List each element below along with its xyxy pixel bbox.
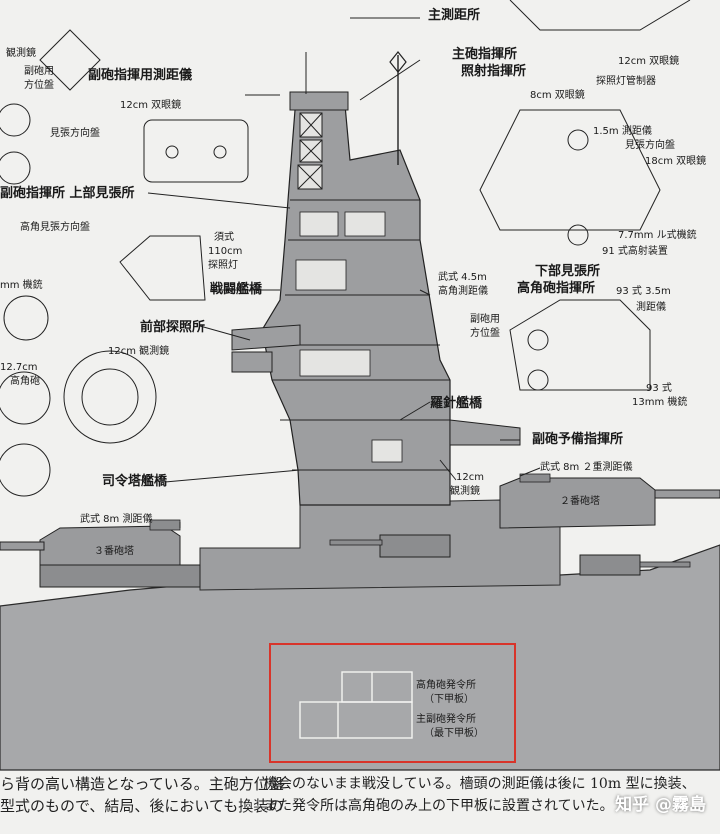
rf-2-box: [519, 473, 551, 483]
label-lookout-director: 見張方向盤: [625, 140, 675, 151]
label-binoc-18cm: 18cm 双眼鏡: [645, 156, 707, 167]
label-azimuth-top: 方位盤: [24, 80, 54, 91]
mast-top: [289, 91, 349, 111]
casemate-1: [379, 534, 451, 558]
label-main-sub-command-room-deck: （最下甲板）: [424, 728, 484, 739]
left-wing: [231, 324, 301, 351]
label-type8m-rf: 武式 8m 測距儀: [80, 514, 153, 525]
label-rangefinder: 測距儀: [636, 302, 666, 313]
casemate-1-barrel: [329, 539, 383, 546]
label-main-sub-command-room: 主副砲発令所: [416, 714, 476, 725]
leader-lines: [147, 17, 541, 528]
label-main-gun-director: 主砲指揮所: [452, 47, 518, 62]
mast-pennant: [389, 51, 407, 73]
label-ha-gun-director: 高角砲指揮所: [517, 281, 596, 296]
label-scout-a: 須式: [214, 232, 234, 243]
label-compass-bridge: 羅針艦橋: [430, 396, 483, 411]
label-type93: 93 式: [646, 383, 672, 394]
label-sub-director-rf: 副砲指揮用測距儀: [88, 68, 193, 83]
label-ha-command-room-deck: （下甲板）: [424, 694, 474, 705]
command-rooms: [299, 671, 413, 739]
command-room-highlight: [269, 643, 516, 763]
label-rf-1-5m: 1.5m 測距儀: [593, 126, 652, 137]
label-mg-13mm: 13mm 機銃: [632, 397, 688, 408]
label-type4-4-5m: 武式 4.5m: [438, 272, 487, 283]
body-line-2-left: 型式のもので、結局、後においても換装の: [0, 797, 284, 815]
label-forward-searchlight: 前部探照所: [140, 320, 206, 335]
label-mg-left: mm 機銃: [0, 280, 43, 291]
label-type91-device: 91 式高射装置: [602, 246, 668, 257]
right-detail-drawings: [479, 0, 691, 391]
label-binoc-12cm-top: 12cm 双眼鏡: [618, 56, 680, 67]
label-main-gun-director-2: 照射指揮所: [461, 64, 527, 79]
right-wing: [449, 419, 521, 446]
label-battle-bridge: 戦闘艦橋: [210, 282, 263, 297]
label-lower-lookout: 下部見張所: [535, 264, 601, 279]
label-sub-gun-azimuth-top: 副砲用: [24, 66, 54, 77]
label-observ-top-left: 観測鏡: [6, 48, 36, 59]
left-searchlight-box: [231, 351, 273, 373]
label-scout-c: 探照灯: [208, 260, 238, 271]
label-ha-command-room: 高角砲発令所: [416, 680, 476, 691]
label-sub-gun-azimuth: 副砲用: [470, 314, 500, 325]
label-ha-lookout-board: 高角見張方向盤: [20, 222, 90, 233]
turret-rf-box: [149, 519, 181, 531]
label-gun-12-7: 12.7cm: [0, 362, 38, 373]
body-line-2-right: また発令所は高角砲のみ上の下甲板に設置されていた。: [264, 798, 614, 814]
label-ha-gun: 高角砲: [10, 376, 40, 387]
label-binoc-12cm-small: 12cm: [456, 472, 484, 483]
body-line-1-right: 機会のないまま戦没している。檣頭の測距儀は後に 10m 型に換装、: [264, 776, 696, 792]
bridge-floors: [272, 199, 450, 471]
label-turret-2: ２番砲塔: [560, 496, 600, 507]
turret-3-base: [39, 564, 201, 588]
label-type-8m-2: 武式 8m ２重測距儀: [540, 462, 633, 473]
watermark: 知乎 @霧島: [615, 795, 706, 815]
label-turret-3: ３番砲塔: [94, 546, 134, 557]
label-obs-12cm-mid: 12cm 観測鏡: [108, 346, 170, 357]
label-sub-director-upper-lookout: 副砲指揮所 上部見張所: [0, 186, 135, 201]
label-conning-tower-bridge: 司令塔艦橋: [102, 474, 168, 489]
label-main-rangefinder: 主測距所: [428, 8, 481, 23]
casemate-2-barrel: [639, 561, 691, 568]
body-line-1-left: ら背の高い構造となっている。主砲方位盤: [0, 775, 284, 793]
label-searchlight-control: 探照灯管制器: [596, 76, 656, 87]
casemate-2: [579, 554, 641, 576]
turret-2-gun: [654, 489, 720, 499]
label-lookout-direction: 見張方向盤: [50, 128, 100, 139]
label-scout-b: 110cm: [208, 246, 243, 257]
label-sub-gun-reserve-director: 副砲予備指揮所: [532, 432, 624, 447]
label-azimuth-board: 方位盤: [470, 328, 500, 339]
label-observ-binoc: 観測鏡: [450, 486, 480, 497]
left-detail-drawings: [0, 29, 249, 497]
turret-3-gun: [0, 541, 45, 551]
body-text: ら背の高い構造となっている。主砲方位盤 型式のもので、結局、後においても換装の …: [0, 770, 720, 834]
label-binoc-12cm-left: 12cm 双眼鏡: [120, 100, 182, 111]
label-mg-7-7mm: 7.7mm ル式機銃: [618, 230, 697, 241]
label-binoc-8cm: 8cm 双眼鏡: [530, 90, 585, 101]
label-ha-rangefinder: 高角測距儀: [438, 286, 488, 297]
pagoda-mast: [261, 104, 451, 506]
label-type93-3-5m: 93 式 3.5m: [616, 286, 671, 297]
